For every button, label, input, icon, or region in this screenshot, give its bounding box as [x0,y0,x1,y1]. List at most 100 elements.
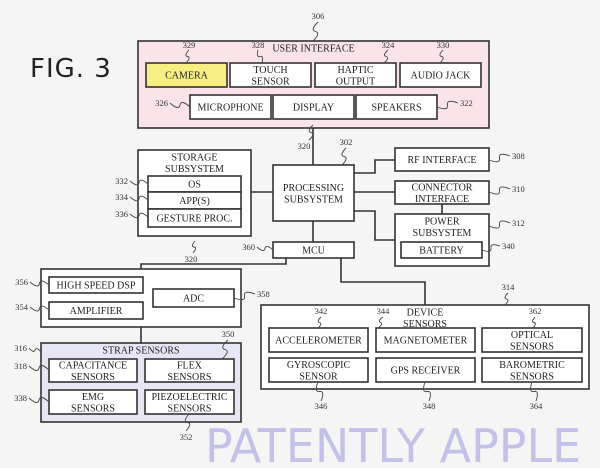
reference-number: 342 [315,306,328,316]
touch-sensor-reference: 328 [252,40,264,64]
reference-number: 348 [423,401,436,411]
reference-number: 306 [312,11,325,21]
mcu-label: MCU [302,246,326,257]
reference-number: 329 [183,40,196,50]
user-interface-label: USER INTERFACE [272,44,354,55]
reference-number: 340 [502,241,515,251]
leader-line [317,316,322,329]
microphone-label: MICROPHONE [197,103,263,114]
apps-block: APP(S) [147,191,242,210]
speakers-box [355,94,438,120]
amplifier-block: AMPLIFIER [48,301,144,320]
display-reference: 320 [298,124,314,151]
touch-sensor-label: SENSOR [251,76,290,87]
emg-sensors-box [48,389,138,415]
accelerometer-block: ACCELEROMETER [268,327,369,353]
optical-sensors-reference: 362 [529,306,542,329]
reference-number: 320 [298,141,311,151]
connector-interface-label: CONNECTOR [412,182,473,193]
display-label: DISPLAY [293,103,334,114]
reference-number: 310 [512,184,525,194]
capacitance-sensors-label: SENSORS [71,372,115,383]
device-sensors-reference: 314 [502,282,516,306]
camera-reference: 329 [183,40,196,64]
leader-line [377,316,384,329]
audio-jack-box [399,62,482,88]
barometric-sensors-reference: 364 [530,381,543,411]
battery-label: BATTERY [419,246,463,257]
apps-reference: 334 [115,192,149,202]
reference-number: 344 [377,306,391,316]
adc-label: ADC [183,294,204,305]
reference-number: 354 [15,302,29,312]
barometric-sensors-box [481,357,583,383]
emg-sensors-reference: 338 [14,393,50,403]
flex-sensors-label: FLEX [177,360,203,371]
gyroscopic-sensor-box [268,357,369,383]
reference-number: 326 [155,98,168,108]
reference-number: 332 [115,176,128,186]
apps-label: APP(S) [179,196,210,207]
haptic-output-label: OUTPUT [336,76,375,87]
gyroscopic-sensor-label: SENSOR [299,371,338,382]
leader-line [308,124,314,141]
leader-line [488,220,511,229]
leader-line [129,212,149,219]
reference-number: 336 [115,209,128,219]
power-subsystem-reference: 312 [488,218,525,229]
leader-line [256,246,274,251]
reference-number: 362 [529,306,542,316]
camera-label: CAMERA [165,71,209,82]
gesture-proc-reference: 336 [115,209,149,219]
amplifier-box [48,301,144,320]
leader-line [488,153,511,163]
processing-subsystem-label: PROCESSING [283,183,344,194]
adc-block: ADC [152,288,235,308]
leader-line [169,102,191,108]
power-subsystem-label: SUBSYSTEM [413,228,472,239]
storage-subsystem-label: STORAGE [172,153,218,164]
reference-number: 334 [115,192,129,202]
leader-line [488,186,511,195]
microphone-box [189,94,272,120]
capacitance-sensors-reference: 318 [14,361,50,371]
connector-line [354,210,395,241]
reference-number: 312 [512,218,525,228]
optical-sensors-label: OPTICAL [511,330,553,341]
watermark: PATENTLY APPLE [205,419,581,468]
amplifier-label: AMPLIFIER [70,306,123,317]
reference-number: 322 [460,98,473,108]
gesture-proc-label: GESTURE PROC. [156,214,232,225]
leader-line [256,49,264,64]
audio-jack-block: AUDIO JACK [399,62,482,88]
magnetometer-label: MAGNETOMETER [384,336,468,347]
reference-number: 324 [382,40,396,50]
gesture-proc-block: GESTURE PROC. [147,208,242,228]
adc-reference: 358 [233,289,270,301]
flex-sensors-box [144,358,235,383]
leader-line [423,381,431,402]
rf-interface-label: RF INTERFACE [408,155,477,166]
speakers-reference: 322 [436,98,473,110]
leader-line [481,244,501,252]
haptic-output-label: HAPTIC [337,65,373,76]
connections [140,119,443,343]
reference-number: 314 [502,282,516,292]
high-speed-dsp-label: HIGH SPEED DSP [57,281,136,292]
reference-number: 360 [242,242,255,252]
rf-interface-block: RF INTERFACE [394,147,490,172]
accelerometer-label: ACCELEROMETER [275,336,362,347]
accelerometer-box [268,327,369,353]
reference-number: 352 [180,432,193,442]
high-speed-dsp-reference: 356 [15,277,50,287]
os-label: OS [188,180,201,191]
leader-line [532,316,536,329]
leader-line [129,195,149,202]
strap-sensors-reference: 316 [14,343,42,353]
power-subsystem-label: POWER [425,217,460,228]
